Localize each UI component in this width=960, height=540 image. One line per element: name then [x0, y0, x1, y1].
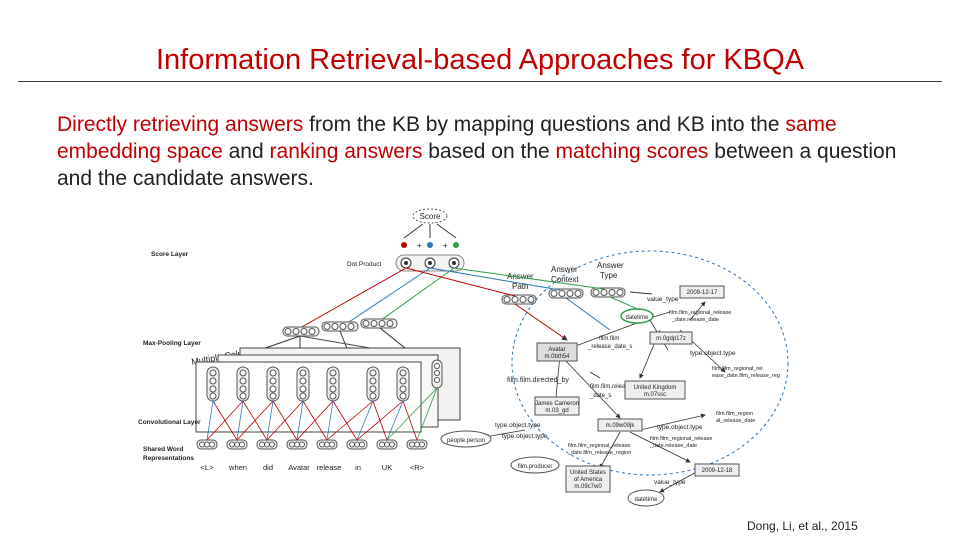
score-arrows: + +: [403, 223, 457, 250]
usa-node: [565, 465, 611, 493]
score-layer-label: Score Layer: [151, 251, 189, 258]
svg-text:type.object.type: type.object.type: [690, 350, 736, 357]
score-label: Score: [420, 212, 441, 221]
body-segment: Directly retrieving answers: [57, 113, 304, 136]
candidate-context-boundary: [511, 250, 789, 476]
body-segment: ranking answers: [269, 140, 423, 163]
title-divider: [18, 81, 942, 82]
svg-text:datetime: datetime: [634, 497, 658, 503]
citation: Dong, Li, et al., 2015: [747, 519, 858, 533]
svg-text:2009-12-17: 2009-12-17: [687, 290, 718, 296]
james-node: [534, 396, 580, 416]
column-panels: [195, 347, 461, 433]
max-pooling-vectors: [282, 318, 398, 337]
svg-text:datetime: datetime: [625, 315, 649, 321]
max-pooling-label: Max-Pooling Layer: [143, 340, 201, 347]
uk-node: [624, 380, 686, 400]
svg-text:film.film_regional_release_dat: film.film_regional_release_date: [716, 411, 755, 424]
svg-text:2009-12-18: 2009-12-18: [702, 468, 733, 474]
svg-text:film.film_regional_release_dat: film.film_regional_release_date.release_…: [669, 310, 731, 323]
dot-product-label: Dot Product: [347, 261, 382, 268]
word-token: <R>: [410, 463, 425, 472]
score-node: Score: [412, 208, 448, 224]
m09w-node: [597, 418, 643, 432]
slide-title: Information Retrieval-based Approaches f…: [156, 44, 804, 76]
question-words: <L> when did Avatar release in UK <R>: [201, 463, 425, 472]
svg-text:+: +: [443, 241, 448, 250]
convolutional-layer-label: Convolutional Layer: [138, 419, 201, 426]
person-type-node: [440, 430, 492, 448]
answer-vectors: [501, 287, 626, 305]
svg-text:film.film_release_date_s: film.film_release_date_s: [587, 336, 632, 350]
word-token: when: [228, 463, 247, 472]
svg-text:m.0gdp17z: m.0gdp17z: [656, 336, 686, 342]
svg-text:value_type: value_type: [654, 479, 686, 486]
svg-text:+: +: [417, 241, 422, 250]
svg-text:film.film_regional_release_dat: film.film_regional_release_date.film_rel…: [567, 443, 631, 456]
word-token: Avatar: [288, 463, 310, 472]
event-node: [649, 331, 693, 345]
svg-text:m.09w09jk: m.09w09jk: [606, 423, 636, 429]
connection-lines: [299, 267, 653, 341]
date2-node: [694, 463, 740, 477]
film-producer-node: [510, 456, 560, 474]
avatar-node: [536, 342, 578, 362]
word-token: in: [355, 463, 361, 472]
word-token: UK: [382, 463, 392, 472]
word-token: <L>: [201, 463, 215, 472]
svg-text:type.object.type: type.object.type: [657, 424, 703, 431]
svg-text:film.film_regional_release_dat: film.film_regional_release_date.release_…: [649, 436, 712, 449]
conv-vectors: [206, 359, 443, 402]
word-connections: [206, 387, 438, 441]
body-segment: and: [222, 140, 270, 163]
word-token: did: [263, 463, 273, 472]
svg-text:film.film_regional_release_dat: film.film_regional_release_date.film_rel…: [712, 366, 780, 379]
svg-text:film.producer: film.producer: [518, 464, 553, 470]
word-vectors: [196, 439, 428, 450]
body-segment: between a question and the candidate ans…: [57, 140, 897, 190]
kb-edges: [484, 301, 726, 493]
datetime2-node: [627, 489, 665, 507]
svg-text:film.film.directed_by: film.film.directed_by: [507, 377, 569, 384]
body-segment: from the KB by mapping questions and KB …: [303, 113, 786, 136]
svg-text:type.object.type: type.object.type: [495, 422, 541, 429]
svg-text:people.person: people.person: [447, 438, 485, 444]
datetime-node: [620, 308, 654, 324]
svg-text:type.object.type: type.object.type: [502, 433, 548, 440]
weight-dots: [401, 242, 459, 248]
body-segment: same embedding space: [57, 113, 837, 163]
kbqa-architecture-figure: Score Score Layer + + Dot Product Answer…: [138, 208, 789, 507]
svg-text:film.film.release_date_s: film.film.release_date_s: [589, 384, 632, 399]
dot-product-nodes: [395, 254, 465, 272]
body-segment: matching scores: [555, 140, 709, 163]
body-segment: based on the: [422, 140, 556, 163]
date-node: [679, 285, 725, 299]
svg-text:value_type: value_type: [647, 296, 679, 303]
body-paragraph: Directly retrieving answers from the KB …: [57, 111, 937, 192]
kb-nodes: 2009-12-17 value_type datetime film.film…: [440, 285, 780, 507]
word-token: release: [317, 463, 342, 472]
